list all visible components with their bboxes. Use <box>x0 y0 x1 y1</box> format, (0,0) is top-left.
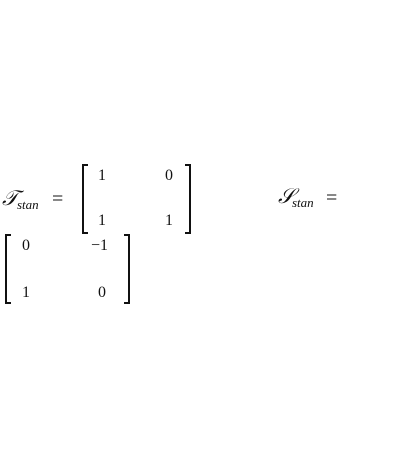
matrix-t-left-bracket <box>82 164 88 234</box>
t-subscript: stan <box>17 197 39 212</box>
matrix-t-cell: 1 <box>165 212 173 229</box>
t-symbol: 𝒯 <box>2 186 19 210</box>
s-symbol: 𝒮 <box>278 184 295 208</box>
matrix-s-cell: 0 <box>98 284 106 301</box>
matrix-t-cell: 1 <box>98 167 106 184</box>
matrix-s-left-bracket <box>5 234 11 304</box>
matrix-t-cell: 1 <box>98 212 106 229</box>
matrix-s-right-bracket <box>124 234 130 304</box>
matrix-t-right-bracket <box>185 164 191 234</box>
s-equals-sign: = <box>326 187 338 209</box>
matrix-s-cell: 0 <box>22 237 30 254</box>
matrix-s-cell: −1 <box>91 237 109 254</box>
s-subscript: stan <box>292 195 314 210</box>
matrix-t-cell: 0 <box>165 167 173 184</box>
t-equals-sign: = <box>52 188 64 210</box>
matrix-s-cell: 1 <box>22 284 30 301</box>
